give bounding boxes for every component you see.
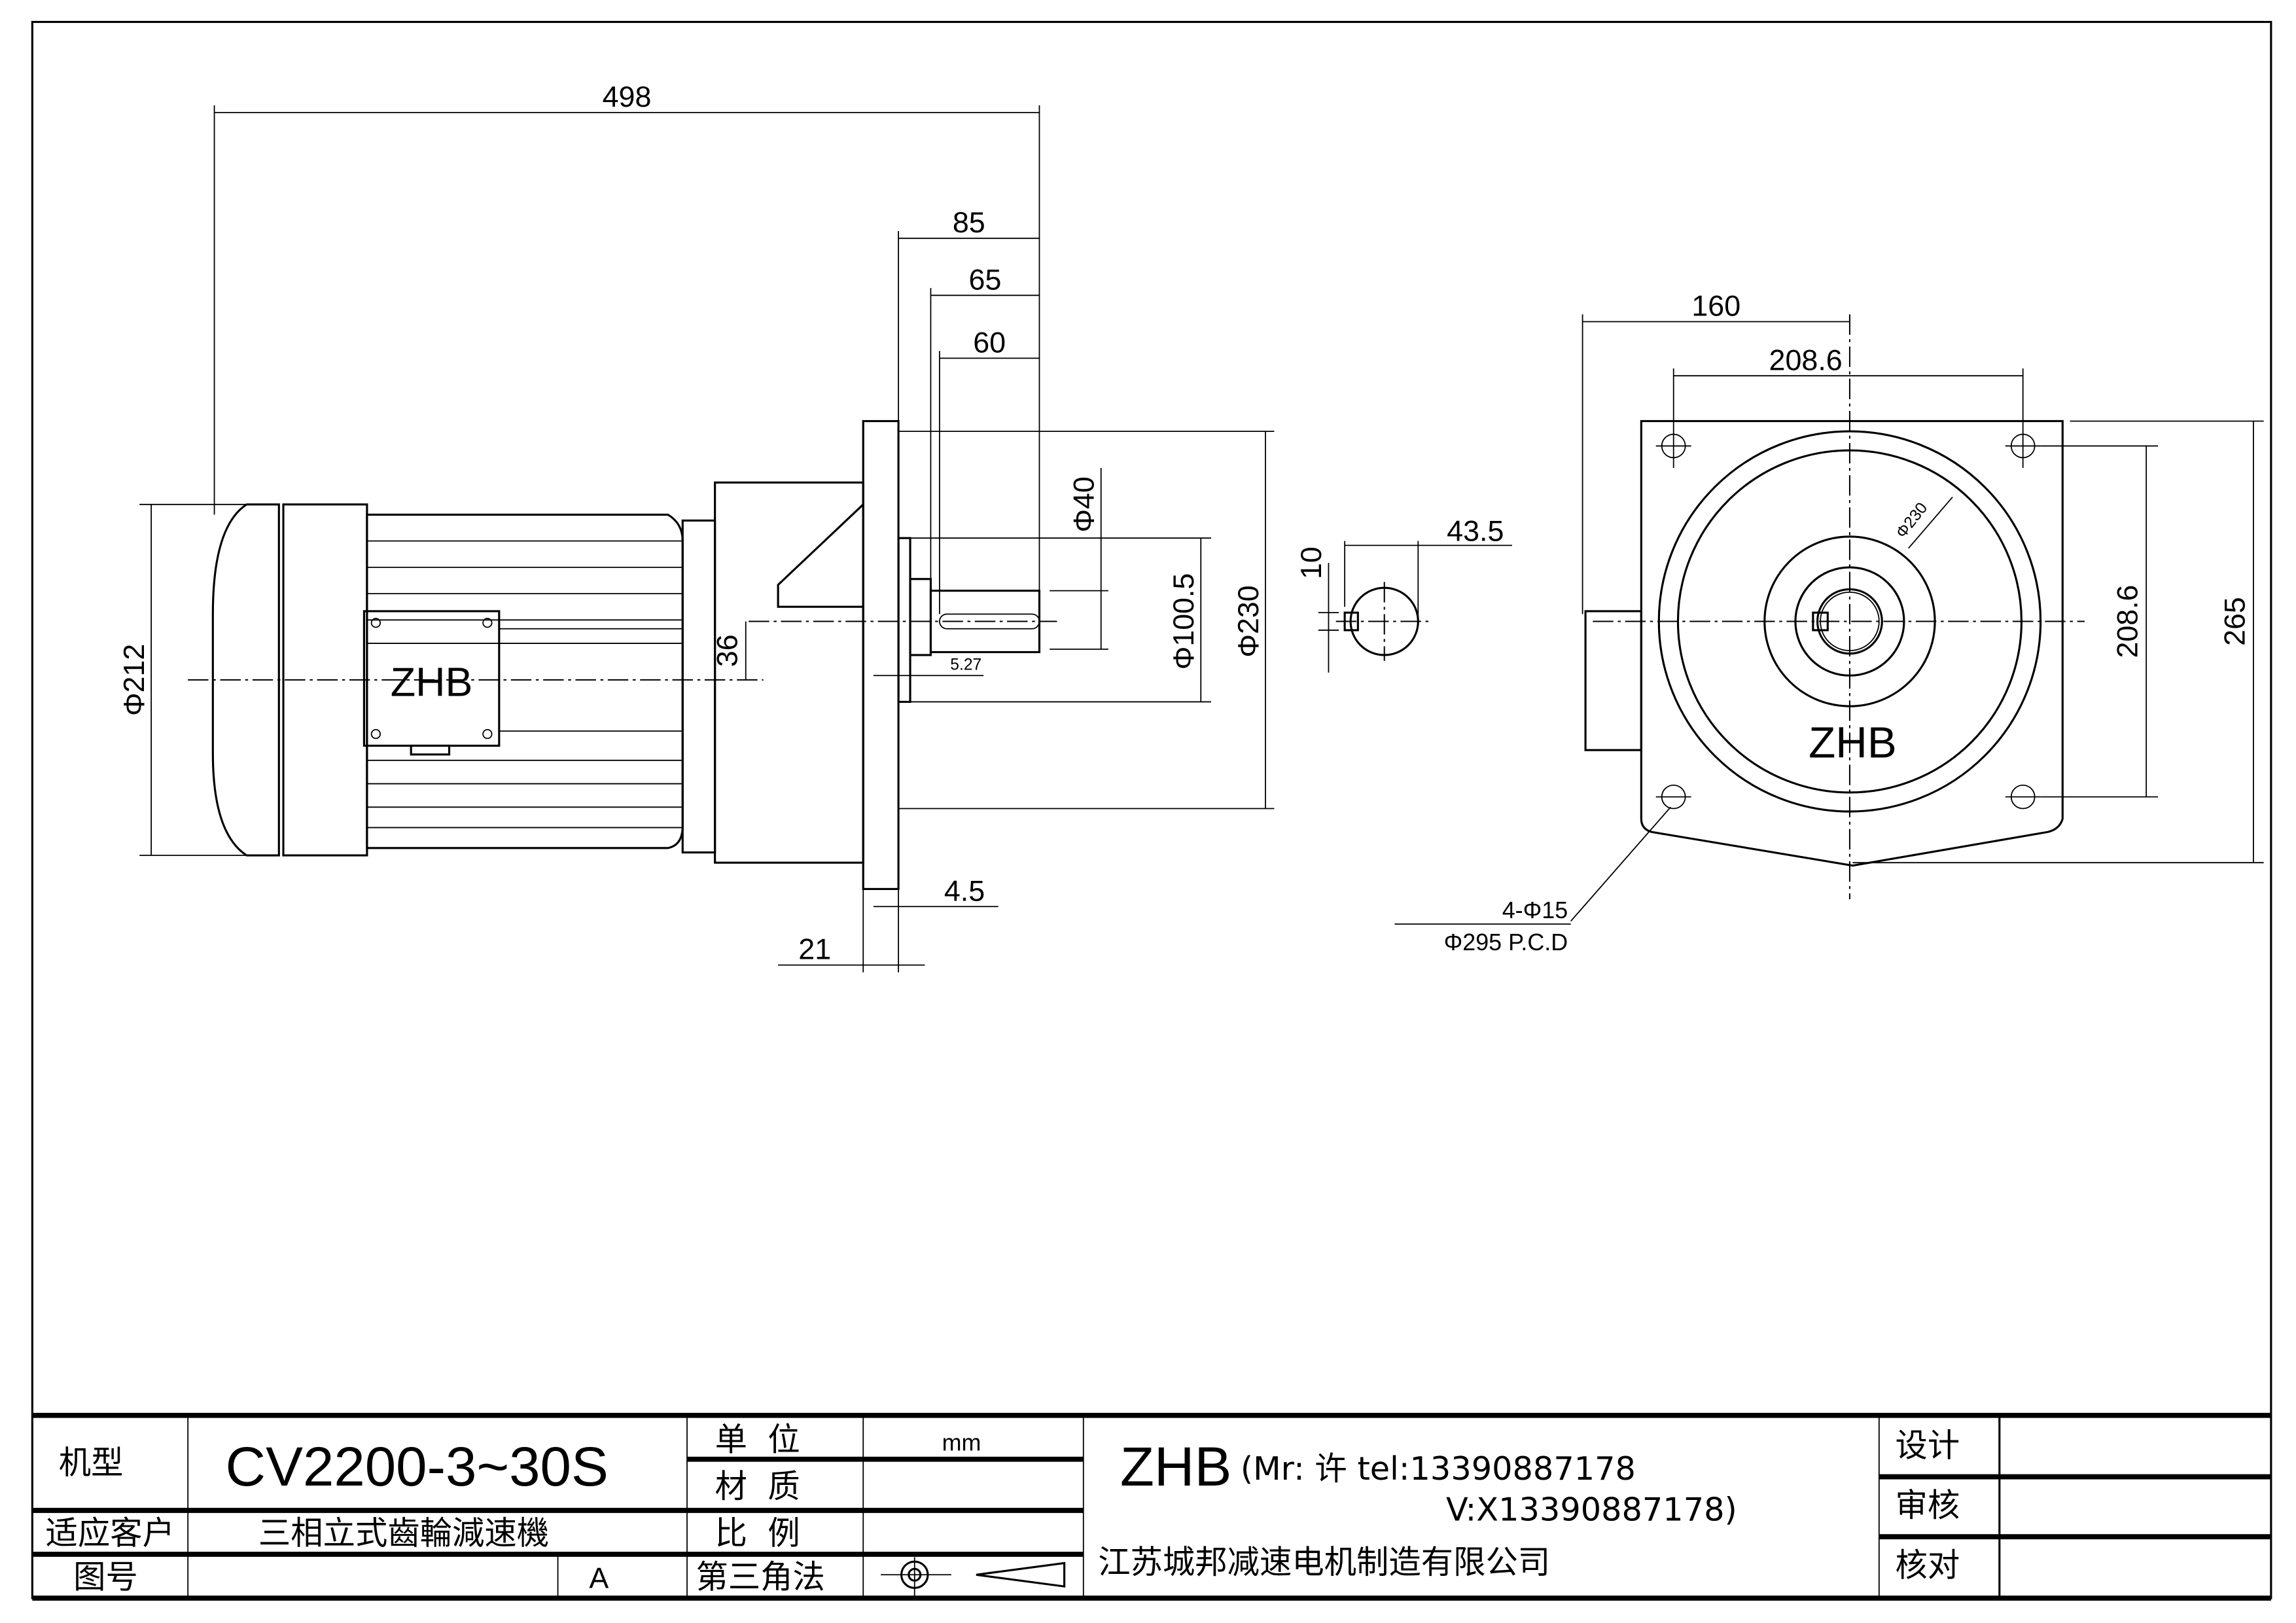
rib bbox=[777, 503, 864, 608]
drawing-border bbox=[31, 20, 2272, 1599]
dim-40: Φ40 bbox=[1067, 476, 1100, 532]
revision: A bbox=[589, 1561, 609, 1594]
title-block bbox=[32, 1412, 2271, 1601]
end-dimension-lines bbox=[1394, 314, 2264, 925]
review-label: 审核 bbox=[1896, 1486, 1960, 1524]
pilot bbox=[897, 537, 911, 703]
customer-label: 适应客户 bbox=[46, 1514, 175, 1552]
drawing-no-label: 图号 bbox=[73, 1558, 138, 1596]
end-view: ZHB bbox=[1584, 314, 2085, 900]
shaft-shoulder bbox=[909, 578, 932, 656]
screw-icon bbox=[370, 728, 381, 740]
end-logo: ZHB bbox=[1809, 718, 1897, 767]
dim-36: 36 bbox=[711, 634, 743, 667]
contact-line1: (Mr: 许 tel:13390887178 bbox=[1241, 1450, 1636, 1488]
shaft-section-view bbox=[1318, 541, 1512, 673]
dim-265: 265 bbox=[2218, 597, 2251, 646]
model-label: 机型 bbox=[59, 1444, 124, 1482]
mounting-flange bbox=[862, 419, 900, 890]
cooling-fins bbox=[366, 540, 683, 829]
dim-212: Φ212 bbox=[118, 644, 150, 716]
scale-label: 比 例 bbox=[715, 1514, 800, 1552]
screw-icon bbox=[482, 728, 493, 740]
side-view: ZHB bbox=[188, 419, 1057, 890]
company-brand: ZHB bbox=[1120, 1436, 1231, 1498]
model-value: CV2200-3~30S bbox=[226, 1436, 609, 1498]
dim-208-6-v: 208.6 bbox=[2111, 585, 2144, 658]
contact-line2: V:X13390887178) bbox=[1446, 1491, 1737, 1529]
dim-10: 10 bbox=[1295, 546, 1328, 579]
cable-gland bbox=[410, 744, 451, 756]
screw-icon bbox=[370, 618, 381, 628]
dim-5-27: 5.27 bbox=[950, 656, 981, 673]
fan-cap bbox=[211, 503, 280, 857]
third-angle-projection-icon bbox=[881, 1557, 1066, 1597]
dim-21: 21 bbox=[798, 933, 831, 966]
dim-208-6-h: 208.6 bbox=[1769, 344, 1843, 376]
dim-160: 160 bbox=[1691, 290, 1740, 323]
check-label: 核对 bbox=[1896, 1546, 1960, 1584]
side-dimension-lines bbox=[139, 105, 1275, 972]
dim-65: 65 bbox=[969, 263, 1002, 296]
dim-230-end: Φ230 bbox=[1893, 499, 1932, 541]
material-label: 材 质 bbox=[715, 1467, 800, 1505]
pcd-note: Φ295 P.C.D bbox=[1444, 929, 1568, 955]
projection-label: 第三角法 bbox=[696, 1558, 824, 1596]
gearbox-housing bbox=[714, 481, 864, 864]
dim-60: 60 bbox=[973, 327, 1006, 359]
unit-label: 单 位 bbox=[715, 1420, 800, 1458]
dim-43-5: 43.5 bbox=[1447, 515, 1504, 548]
holes-note: 4-Φ15 bbox=[1502, 897, 1568, 923]
design-label: 设计 bbox=[1896, 1426, 1960, 1464]
customer-value: 三相立式齒輪減速機 bbox=[258, 1514, 549, 1552]
company-name: 江苏城邦减速电机制造有限公司 bbox=[1098, 1543, 1550, 1581]
side-logo: ZHB bbox=[391, 660, 473, 705]
unit-value: mm bbox=[942, 1429, 981, 1455]
dim-85: 85 bbox=[953, 206, 985, 239]
dim-498: 498 bbox=[603, 80, 652, 113]
dim-230: Φ230 bbox=[1232, 585, 1265, 657]
dim-4-5: 4.5 bbox=[944, 874, 985, 907]
dim-100-5: Φ100.5 bbox=[1167, 573, 1200, 669]
screw-icon bbox=[482, 618, 493, 628]
adapter-flange bbox=[681, 519, 716, 854]
